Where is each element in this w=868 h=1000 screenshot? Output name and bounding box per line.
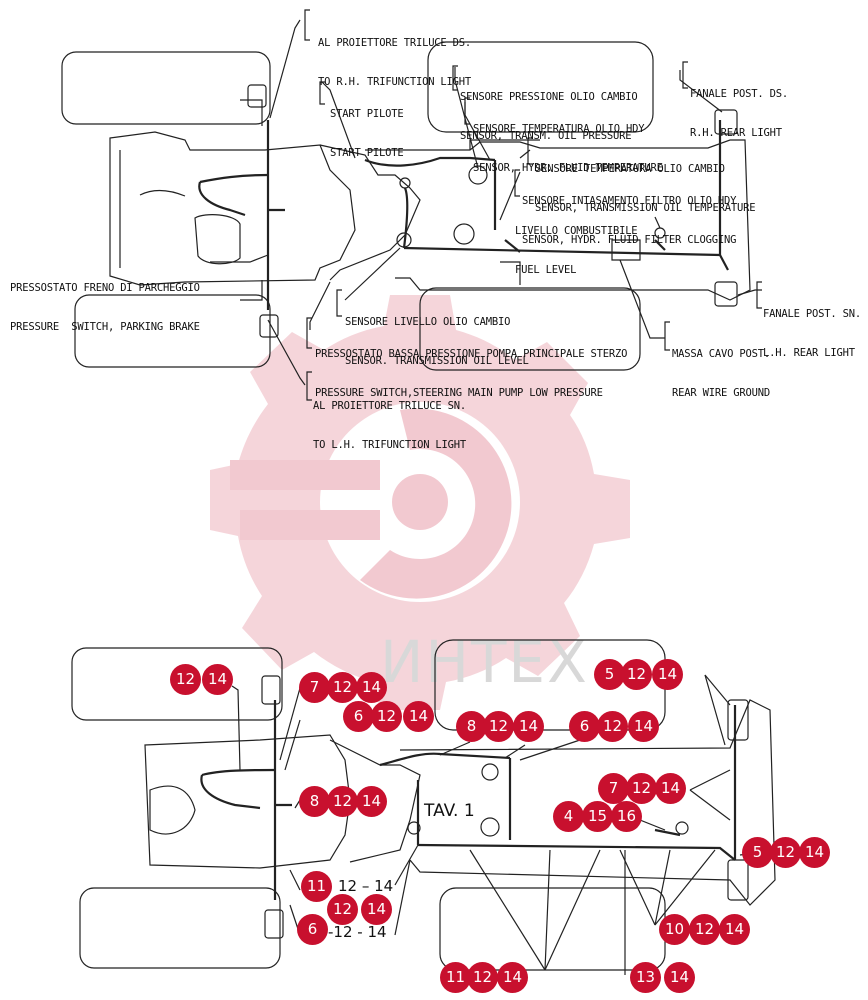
callout-badge: 11 xyxy=(440,962,471,993)
callout-badge: 6 xyxy=(569,711,600,742)
label-front-left-light: AL PROIETTORE TRILUCE SN. TO L.H. TRIFUN… xyxy=(313,400,467,451)
callout-badge: 12 xyxy=(621,659,652,690)
callout-badge: 8 xyxy=(299,786,330,817)
callout-badge: 12 xyxy=(467,962,498,993)
callout-badge: 14 xyxy=(497,962,528,993)
callout-badge: 8 xyxy=(456,711,487,742)
callout-badge: 14 xyxy=(799,837,830,868)
callout-badge: 12 xyxy=(770,837,801,868)
label-steering-pump: PRESSOSTATO BASSA PRESSIONE POMPA PRINCI… xyxy=(315,348,628,399)
callout-badge: 12 xyxy=(626,773,657,804)
callout-badge: 5 xyxy=(742,837,773,868)
label-trans-oil-temp: SENSORE TEMPERATURA OLIO CAMBIO SENSOR, … xyxy=(535,163,756,214)
front-right-wheel xyxy=(61,51,271,125)
callout-badge: 7 xyxy=(299,672,330,703)
callout-badge: 16 xyxy=(611,801,642,832)
label-hydr-fluid-temp: SENSORE TEMPERATURA OLIO HDY SENSOR, HYD… xyxy=(473,123,663,174)
callout-badge: 5 xyxy=(594,659,625,690)
callout-badge: 12 xyxy=(327,786,358,817)
callout-badge: 6 xyxy=(297,914,328,945)
front-left-wheel xyxy=(74,294,271,368)
callout-badge: 6 xyxy=(343,701,374,732)
callout-badge: 14 xyxy=(628,711,659,742)
callout-badge: 15 xyxy=(582,801,613,832)
callout-badge: 13 xyxy=(630,962,661,993)
callout-badge: 12 xyxy=(597,711,628,742)
rear-right-wheel xyxy=(427,41,654,133)
callout-badge: 14 xyxy=(652,659,683,690)
label-parking-brake: PRESSOSTATO FRENO DI PARCHEGGIO PRESSURE… xyxy=(10,282,200,333)
label-trans-oil-level: SENSORE LIVELLO OLIO CAMBIO SENSOR. TRAN… xyxy=(345,316,529,367)
plain-ref-minus-12-14: -12 - 14 xyxy=(328,923,387,941)
label-trans-oil-pressure: SENSORE PRESSIONE OLIO CAMBIO SENSOR, TR… xyxy=(460,91,638,142)
callout-badge: 7 xyxy=(598,773,629,804)
label-rear-right-light: FANALE POST. DS. R.H. REAR LIGHT xyxy=(690,88,788,139)
label-rear-left-light: FANALE POST. SN. L.H. REAR LIGHT xyxy=(763,308,861,359)
label-rear-wire-ground: MASSA CAVO POST. REAR WIRE GROUND xyxy=(672,348,770,399)
callout-badge: 14 xyxy=(513,711,544,742)
callout-badge: 14 xyxy=(664,962,695,993)
callout-badge: 14 xyxy=(403,701,434,732)
callout-badge: 4 xyxy=(553,801,584,832)
callout-badge: 11 xyxy=(301,871,332,902)
plate-label: TAV. 1 xyxy=(424,801,475,821)
callout-badge: 12 xyxy=(371,701,402,732)
callout-badge: 12 xyxy=(170,664,201,695)
callout-badge: 14 xyxy=(719,914,750,945)
callout-badge: 12 xyxy=(689,914,720,945)
label-start-pilote: START PILOTE START PILOTE xyxy=(330,108,404,159)
callout-badge: 14 xyxy=(655,773,686,804)
callout-badge: 10 xyxy=(659,914,690,945)
label-fuel-level: LIVELLO COMBUSTIBILE FUEL LEVEL xyxy=(515,225,638,276)
callout-badge: 12 xyxy=(483,711,514,742)
rear-left-wheel xyxy=(419,287,641,371)
watermark-text: ИНТЕХ xyxy=(380,628,589,696)
callout-badge: 14 xyxy=(356,786,387,817)
callout-badge: 14 xyxy=(356,672,387,703)
callout-badge: 12 xyxy=(327,894,358,925)
label-front-right-light: AL PROIETTORE TRILUCE DS. TO R.H. TRIFUN… xyxy=(318,37,472,88)
callout-badge: 14 xyxy=(361,894,392,925)
callout-badge: 14 xyxy=(202,664,233,695)
callout-badge: 12 xyxy=(327,672,358,703)
label-filter-clogging: SENSORE INTASAMENTO FILTRO OLIO HDY SENS… xyxy=(522,195,737,246)
plain-ref-12-14: 12 – 14 xyxy=(338,877,394,895)
